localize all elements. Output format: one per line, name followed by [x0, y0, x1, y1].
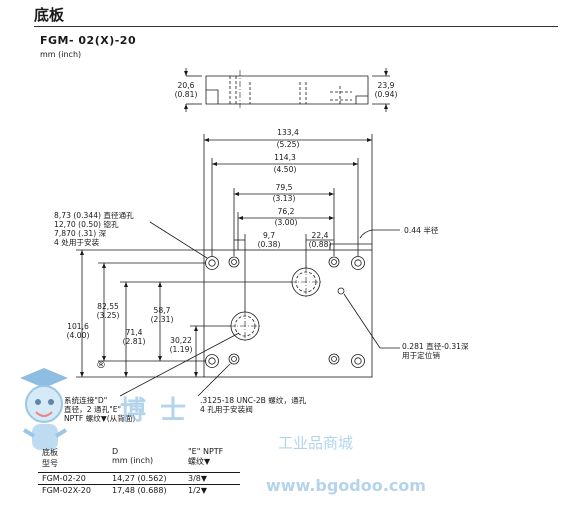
dim-82-inch: (3.25)	[97, 311, 120, 320]
units-label: mm (inch)	[40, 50, 82, 59]
dim-9-7-value: 9,7	[263, 231, 275, 240]
mount-note-line-3: 7,870 (.31) 深	[54, 229, 107, 238]
model-number: FGM- 02(X)-20	[40, 34, 137, 47]
side-view	[184, 68, 390, 112]
dim-71-inch: (2.81)	[123, 337, 146, 346]
table-cell-e: 1/2▼	[188, 486, 208, 495]
side-height-right-value: 23,9	[378, 81, 395, 90]
table-header-row: 底板 型号 D mm (inch) "E" NPTF 螺纹▼	[38, 446, 240, 473]
table-header-model: 底板 型号	[38, 446, 108, 473]
table-cell-model: FGM-02X-20	[42, 486, 91, 495]
dim-114-value: 114,3	[274, 153, 296, 162]
spec-table: 底板 型号 D mm (inch) "E" NPTF 螺纹▼ FGM-02-20…	[38, 446, 240, 496]
watermark-text-1: 博士	[120, 396, 201, 426]
mount-note-line-4: 4 处用于安装	[54, 237, 100, 247]
side-height-left-value: 20,6	[178, 81, 195, 90]
mascot-icon	[14, 364, 80, 468]
mount-note-line-1: 8,73 (0.344) 直径通孔	[54, 210, 134, 220]
valve-bolt-note-line-1: .3125-18 UNC-2B 螺纹，通孔	[200, 395, 307, 405]
vertical-dimensions	[76, 249, 292, 378]
dim-133-inch: (5.25)	[277, 140, 300, 149]
watermark-text-3: www.bgodoo.com	[266, 476, 426, 495]
dim-30-value: 30,22	[170, 336, 192, 345]
leader-lines	[119, 221, 400, 397]
dim-9-7-inch: (0.38)	[258, 240, 281, 249]
dim-30-inch: (1.19)	[170, 345, 193, 354]
plan-view	[203, 243, 373, 378]
watermark-text-2: 工业品商城	[278, 434, 354, 452]
table-cell-e: 3/8▼	[184, 472, 240, 485]
valve-bolt-note-line-2: 4 孔用于安装阀	[200, 404, 253, 414]
dim-101-inch: (4.00)	[67, 331, 90, 340]
table-row: FGM-02X-20 17,48 (0.688) 1/2▼	[38, 485, 240, 497]
dim-22-4-value: 22,4	[312, 231, 329, 240]
dim-79-inch: (3.13)	[273, 194, 296, 203]
title-rule	[34, 26, 558, 27]
dim-82-value: 82,55	[97, 302, 119, 311]
mount-note-line-2: 12,70 (0.50) 锪孔	[54, 219, 119, 229]
dim-58-value: 58,7	[154, 306, 171, 315]
dim-79-value: 79,5	[276, 183, 293, 192]
horizontal-dimensions	[203, 134, 373, 312]
side-height-left-inch: (0.81)	[175, 90, 198, 99]
table-header-e: "E" NPTF 螺纹▼	[184, 446, 240, 473]
system-port-note-line-1: 系统连接"D"	[64, 395, 107, 405]
table-cell-d: 14,27 (0.562)	[108, 472, 184, 485]
dim-133-value: 133,4	[277, 128, 299, 137]
dim-76-inch: (3.00)	[275, 218, 298, 227]
registered-mark: ®	[96, 360, 106, 371]
table-cell-d: 17,48 (0.688)	[112, 486, 167, 495]
dim-71-value: 71,4	[126, 328, 143, 337]
side-height-right-inch: (0.94)	[375, 90, 398, 99]
dim-22-4-inch: (0.88)	[309, 240, 332, 249]
table-row: FGM-02-20 14,27 (0.562) 3/8▼	[38, 472, 240, 485]
dim-76-value: 76,2	[278, 207, 295, 216]
system-port-note-line-3: NPTF 螺纹▼(从背面)	[64, 413, 135, 423]
page-title: 底板	[34, 6, 65, 24]
dim-58-inch: (2.31)	[151, 315, 174, 324]
radius-note: 0.44 半径	[404, 225, 439, 235]
locating-pin-note-line-1: 0.281 直径-0.31深	[402, 341, 469, 351]
table-cell-model: FGM-02-20	[38, 472, 108, 485]
dim-101-value: 101,6	[67, 322, 89, 331]
dim-114-inch: (4.50)	[274, 165, 297, 174]
table-header-d: D mm (inch)	[108, 446, 184, 473]
locating-pin-note-line-2: 用于定位销	[402, 350, 440, 360]
system-port-note-line-2: 直径，2 通孔"E"	[64, 404, 121, 414]
